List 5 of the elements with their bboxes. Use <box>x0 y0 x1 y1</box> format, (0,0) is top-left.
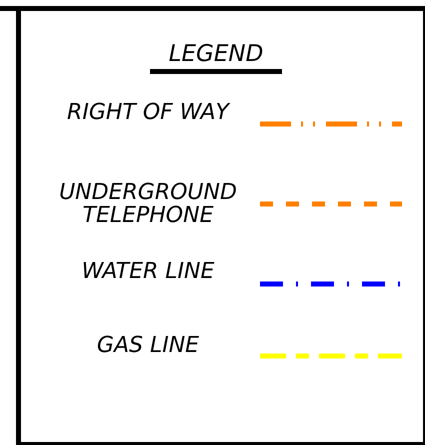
legend-label: WATER LINE <box>80 260 216 283</box>
legend-title: LEGEND <box>150 41 282 74</box>
legend-label: GAS LINE <box>96 334 200 357</box>
legend-label: RIGHT OF WAY <box>66 101 232 124</box>
legend-label: UNDERGROUND TELEPHONE <box>58 181 238 227</box>
